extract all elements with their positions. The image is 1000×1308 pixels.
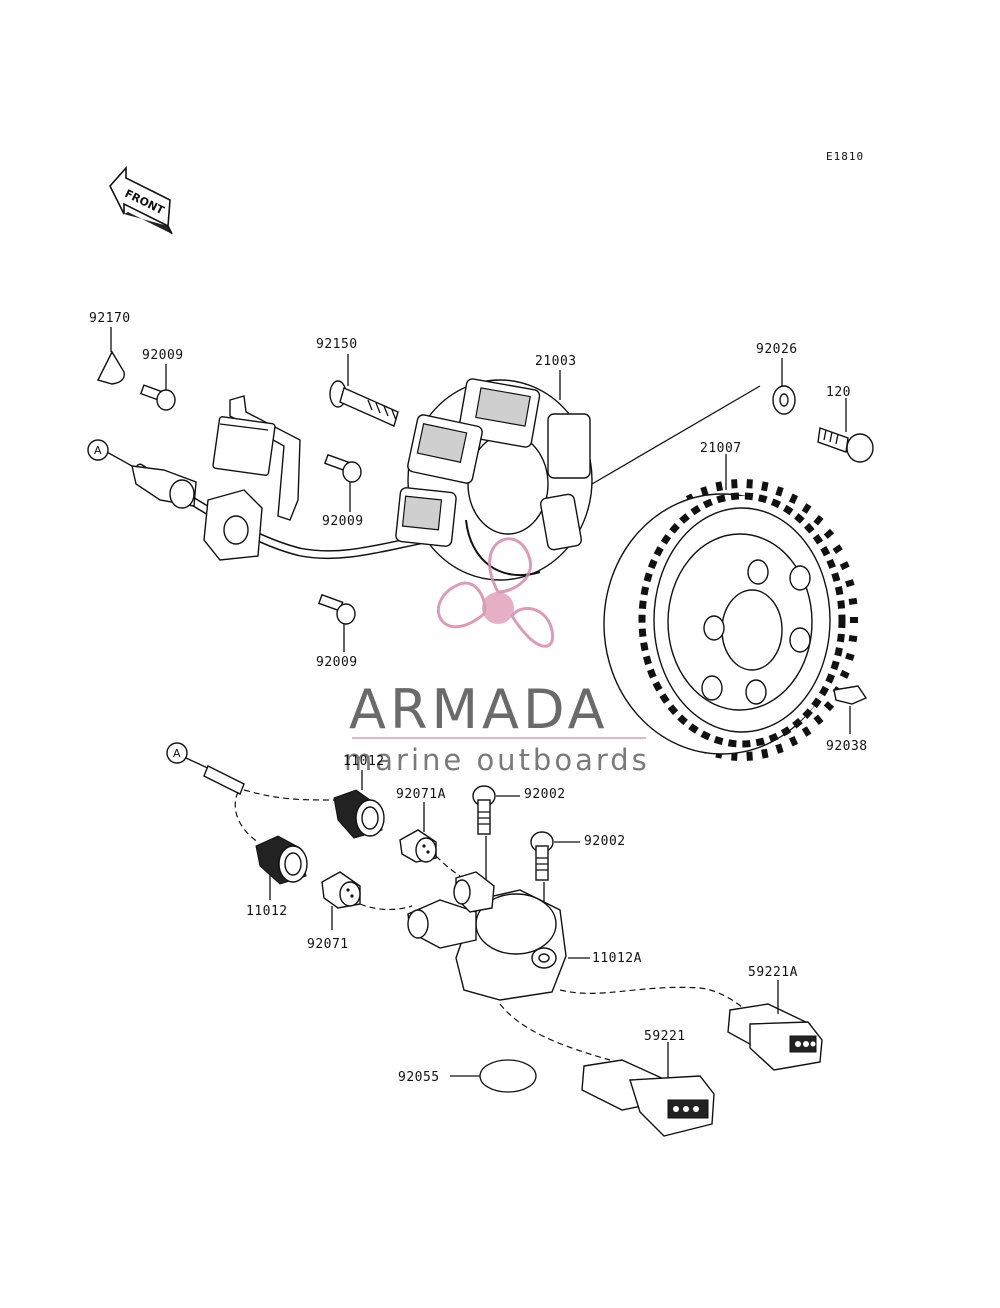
part-label-92150: 92150 <box>316 337 358 352</box>
part-label-92002-b: 92002 <box>584 834 626 849</box>
wire-connector-a-icon: A <box>87 439 197 509</box>
part-label-21003: 21003 <box>535 354 577 369</box>
part-label-11012a: 11012A <box>592 951 642 966</box>
part-label-92038: 92038 <box>826 739 868 754</box>
pickup-coil-icon <box>212 395 301 521</box>
reference-code: E1810 <box>826 150 864 163</box>
screw-92009-mid-icon <box>323 453 362 512</box>
flywheel-21007-icon <box>603 454 846 755</box>
connector-59221-icon <box>581 1042 715 1137</box>
screw-92009-low-icon <box>317 593 356 652</box>
cap-11012-lower-icon <box>255 835 308 900</box>
part-label-59221: 59221 <box>644 1029 686 1044</box>
cap-11012-upper-icon <box>333 770 385 839</box>
front-arrow-icon: FRONT <box>109 165 173 235</box>
bolt-92002-a-icon <box>472 785 520 882</box>
cap-housing-11012a-icon <box>407 871 751 1061</box>
plug-92071a-icon <box>399 802 467 881</box>
part-label-92071: 92071 <box>307 937 349 952</box>
armada-watermark-logo <box>352 537 646 739</box>
part-label-120: 120 <box>826 385 851 400</box>
callout-a-upper-letter: A <box>94 444 102 457</box>
part-label-92071a: 92071A <box>396 787 446 802</box>
o-ring-92055-icon <box>450 1059 537 1093</box>
stator-21003-icon <box>395 370 593 581</box>
bolt-120-icon <box>817 398 874 463</box>
part-label-92055: 92055 <box>398 1070 440 1085</box>
wire-end-a-icon: A <box>166 742 335 843</box>
callout-a-lower-letter: A <box>173 747 181 760</box>
part-label-92002-a: 92002 <box>524 787 566 802</box>
part-label-21007: 21007 <box>700 441 742 456</box>
wire-grommet-icon <box>203 489 263 561</box>
key-92170-icon <box>96 327 125 385</box>
key-92038-icon <box>833 685 868 734</box>
part-label-92009-top: 92009 <box>142 348 184 363</box>
screw-92009-icon <box>139 364 176 411</box>
part-label-11012-lower: 11012 <box>246 904 288 919</box>
part-label-11012-upper: 11012 <box>343 754 385 769</box>
part-label-92009-low: 92009 <box>316 655 358 670</box>
part-label-92170: 92170 <box>89 311 131 326</box>
watermark-subtitle: marine outboards <box>344 743 650 777</box>
callout-a-upper <box>87 439 109 461</box>
bolt-92150-icon <box>329 354 399 427</box>
part-label-59221a: 59221A <box>748 965 798 980</box>
connector-59221a-icon <box>727 980 823 1071</box>
watermark-title: ARMADA <box>349 678 609 741</box>
part-label-92009-mid: 92009 <box>322 514 364 529</box>
washer-92026-icon <box>591 358 796 485</box>
part-label-92026: 92026 <box>756 342 798 357</box>
plug-92071-icon <box>321 871 413 930</box>
